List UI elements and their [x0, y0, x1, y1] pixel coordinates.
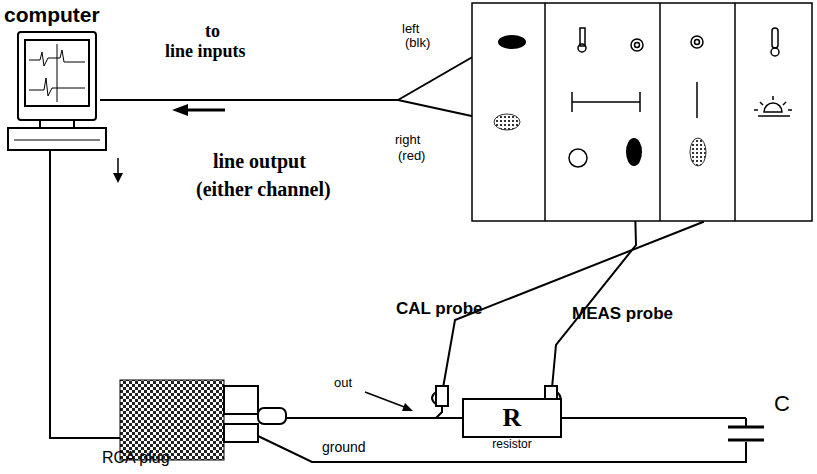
part-label: RCA plug	[102, 449, 170, 467]
resistor-symbol: Rresistor	[462, 398, 562, 438]
component-letter: R	[464, 400, 560, 436]
signal-label: (either channel)	[196, 178, 331, 200]
jack-label: right	[395, 133, 420, 147]
computer-icon	[8, 32, 106, 150]
signal-label: to	[205, 22, 220, 42]
component-name: resistor	[464, 437, 560, 451]
component-label: C	[774, 392, 790, 416]
jack-label: (red)	[398, 149, 425, 163]
jack-label: (blk)	[405, 36, 430, 50]
title-label: computer	[4, 3, 100, 26]
signal-label: line output	[213, 150, 306, 172]
capacitor-symbol	[728, 427, 764, 440]
wire-label: ground	[322, 440, 366, 455]
arrows	[113, 104, 413, 411]
signal-label: line inputs	[165, 42, 246, 62]
instrument-panel	[472, 3, 812, 221]
rca-plug	[120, 380, 286, 460]
probe-label: CAL probe	[396, 300, 483, 319]
probe-label: MEAS probe	[572, 305, 673, 324]
jack-label: left	[402, 22, 419, 36]
terminal-label: out	[334, 376, 352, 390]
